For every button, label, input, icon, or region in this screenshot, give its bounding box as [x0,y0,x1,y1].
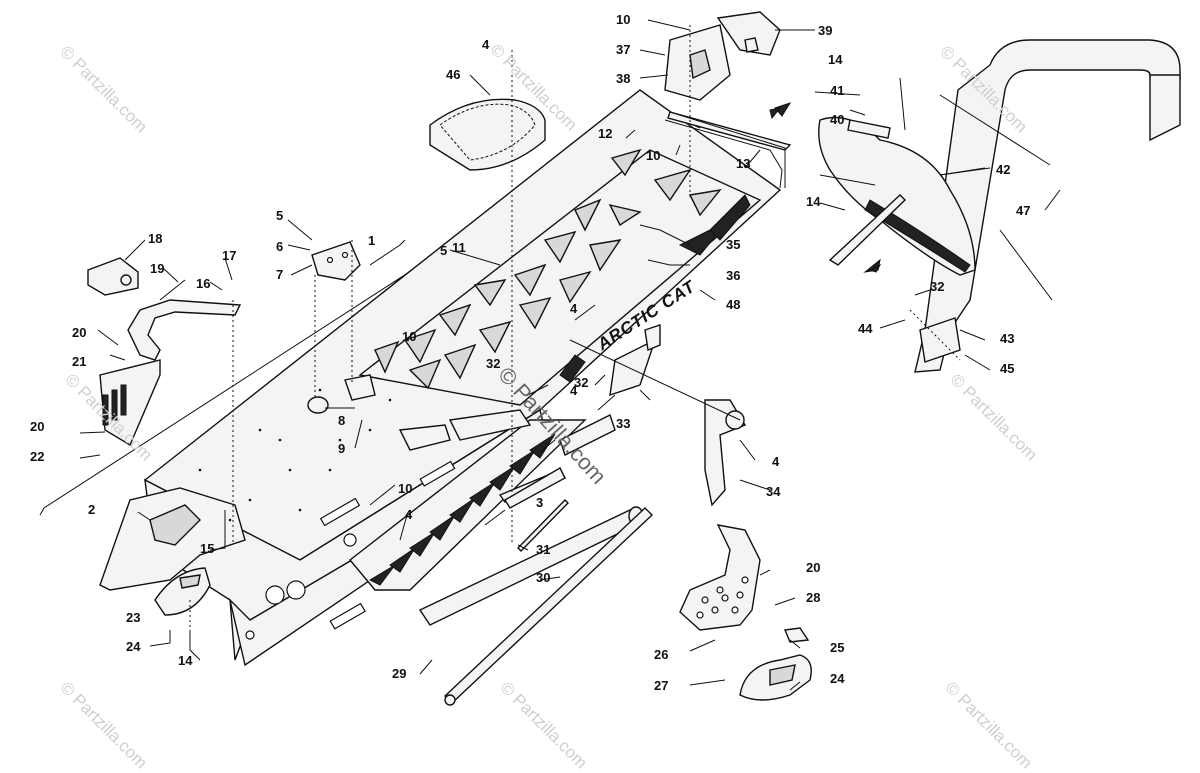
callout-41: 41 [830,83,845,98]
callout-15: 15 [200,541,215,556]
leader-lines [79,19,1061,691]
callout-21: 21 [72,354,87,369]
callout-39: 39 [818,23,833,38]
callout-30: 30 [536,570,551,585]
callout-42: 42 [996,162,1011,177]
callout-10: 10 [616,12,631,27]
callout-34: 34 [766,484,781,499]
part-29-shaft [443,507,654,704]
part-3-bar [504,467,566,509]
callout-4: 4 [570,301,578,316]
callout-20: 20 [806,560,821,575]
part-40-41 [847,119,891,139]
callout-31: 31 [536,542,551,557]
callout-14: 14 [806,194,821,209]
callout-24: 24 [126,639,141,654]
callout-38: 38 [616,71,631,86]
part-42-flap [818,116,976,276]
callout-10: 10 [402,329,417,344]
callout-13: 13 [736,156,751,171]
callout-3: 3 [536,495,544,510]
callout-23: 23 [126,610,141,625]
callout-32: 32 [930,279,945,294]
callout-4: 4 [405,507,413,522]
callout-5: 5 [440,243,448,258]
callout-19: 19 [150,261,165,276]
callout-6: 6 [276,239,284,254]
callout-5: 5 [276,208,284,223]
callout-16: 16 [196,276,211,291]
callout-14: 14 [178,653,193,668]
callout-2: 2 [88,502,96,517]
callout-28: 28 [806,590,821,605]
callout-4: 4 [570,383,578,398]
callout-1: 1 [368,233,376,248]
callout-48: 48 [726,297,741,312]
callout-11: 11 [452,240,466,255]
callout-14: 14 [828,52,843,67]
callout-22: 22 [30,449,45,464]
callout-20: 20 [72,325,87,340]
callout-9: 9 [338,441,346,456]
callout-7: 7 [276,267,284,282]
callout-29: 29 [392,666,407,681]
callout-8: 8 [338,413,346,428]
part-39-cap [716,11,781,56]
part-33-bracket [609,338,657,397]
part-7-bracket [311,241,361,281]
callout-4: 4 [772,454,780,469]
deck-cutouts [374,148,722,390]
running-board-cutouts [368,433,556,586]
callout-40: 40 [830,112,845,127]
callout-20: 20 [30,419,45,434]
part-16-bar [127,299,242,361]
callout-33: 33 [616,416,631,431]
rivets [198,388,392,522]
callout-44: 44 [858,321,873,336]
parts-diagram [39,11,1181,706]
callout-43: 43 [1000,331,1015,346]
callout-45: 45 [1000,361,1015,376]
part-26-footplate [679,524,761,631]
callout-46: 46 [446,67,461,82]
callout-18: 18 [148,231,163,246]
callout-26: 26 [654,647,669,662]
part-31-rod [517,499,569,552]
callout-24: 24 [830,671,845,686]
tunnel-assembly [99,89,792,667]
callout-10: 10 [398,481,413,496]
callout-35: 35 [726,237,741,252]
callout-27: 27 [654,678,669,693]
part-18-cover [87,257,139,296]
callout-4: 4 [482,37,490,52]
callout-32: 32 [486,356,501,371]
callout-32: 32 [574,375,589,390]
callout-12: 12 [598,126,613,141]
callout-37: 37 [616,42,631,57]
callout-10: 10 [646,148,661,163]
callout-36: 36 [726,268,741,283]
part-46-seat [429,98,546,171]
callout-17: 17 [222,248,237,263]
callout-47: 47 [1016,203,1031,218]
callout-25: 25 [830,640,845,655]
